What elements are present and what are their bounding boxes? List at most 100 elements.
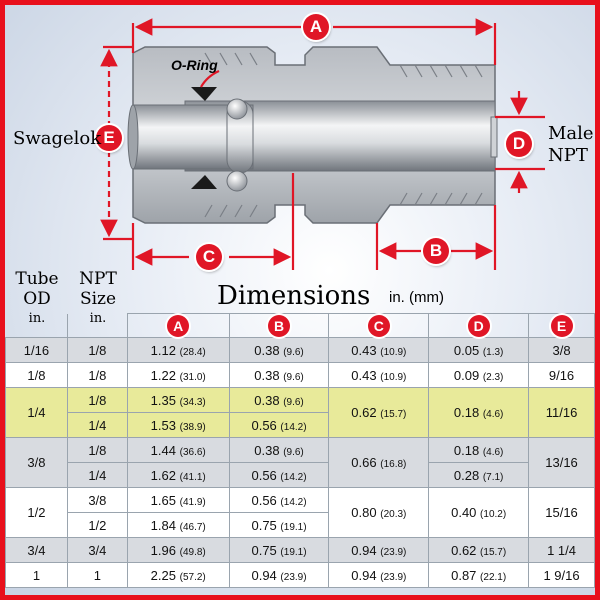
col-b-header: B [228,313,330,338]
header-spacer [66,313,128,338]
dim-b-cell-value: 0.56 [251,467,277,483]
marker-d: D [506,131,532,157]
dim-d-cell-mm: (2.3) [482,371,504,383]
dim-c-cell: 0.43 (10.9) [328,337,430,363]
dim-a-cell: 1.12 (28.4) [126,337,230,363]
dim-a-cell: 1.44 (36.6) [126,437,230,463]
dim-b-cell-mm: (19.1) [280,546,307,558]
npt-size-cell: 1/8 [66,337,128,363]
dim-b-cell-value: 0.56 [251,492,277,508]
dim-d-cell-mm: (1.3) [482,346,504,358]
dim-b-cell-value: 0.56 [251,417,277,433]
dim-c-cell-value: 0.66 [351,455,377,470]
npt-size-cell: 3/4 [66,537,128,563]
dim-a-cell-value: 1.96 [150,542,176,558]
dim-b-cell: 0.56 (14.2) [228,462,330,488]
npt-size-cell: 1/4 [66,462,128,488]
dim-e-cell: 3/8 [528,337,595,363]
dim-a-cell-mm: (38.9) [179,421,206,433]
dim-a-cell-value: 1.62 [150,467,176,483]
npt-size-cell-value: 1 [93,567,101,583]
dim-a-cell-value: 1.65 [150,492,176,508]
dim-a-cell-value: 1.35 [150,392,176,408]
dim-b-cell-value: 0.38 [254,392,280,408]
tube-od-cell: 1/2 [5,487,68,538]
npt-header-line2: Size [79,289,117,309]
dim-b-cell-mm: (14.2) [280,421,307,433]
dim-d-cell: 0.40 (10.2) [428,487,530,538]
dim-b-cell-value: 0.38 [254,367,280,383]
dim-d-cell: 0.62 (15.7) [428,537,530,563]
dim-d-cell: 0.28 (7.1) [428,462,530,488]
npt-header-line1: NPT [79,269,117,289]
npt-size-cell-value: 1/8 [88,392,107,408]
table-row: 1/4 1.62 (41.1) 0.56 (14.2) 0.28 (7.1) [6,462,595,488]
dim-b-cell: 0.38 (9.6) [228,362,330,388]
dim-e-cell: 13/16 [528,437,595,488]
dim-b-cell-value: 0.75 [251,542,277,558]
dim-d-cell: 0.18 (4.6) [428,387,530,438]
tube-od-cell: 1/8 [5,362,68,388]
dim-c-cell: 0.43 (10.9) [328,362,430,388]
dim-d-cell-value: 0.40 [451,505,477,520]
dim-c-cell-value: 0.62 [351,405,377,420]
dim-a-cell-value: 1.84 [150,517,176,533]
dim-c-cell: 0.94 (23.9) [328,537,430,563]
dim-a-cell-mm: (28.4) [179,346,206,358]
male-label: Male [548,123,594,144]
dim-a-cell-mm: (41.1) [179,471,206,483]
dim-c-cell-value: 0.43 [351,367,377,383]
tube-od-cell-value: 1/8 [27,367,46,383]
tube-od-cell-value: 1 [32,567,41,583]
dim-a-cell-value: 1.22 [150,367,176,383]
dim-d-cell: 0.18 (4.6) [428,437,530,463]
tube-header-line1: Tube [15,269,59,289]
dim-c-cell-value: 0.80 [351,505,377,520]
dim-b-cell: 0.94 (23.9) [228,562,330,588]
dim-e-cell-value: 9/16 [548,367,575,383]
npt-size-cell: 1 [66,562,128,588]
npt-size-cell-value: 1/8 [88,367,107,383]
col-c-header: C [328,313,430,338]
dim-a-cell-mm: (57.2) [179,571,206,583]
dim-e-cell-value: 13/16 [545,455,578,470]
dim-b-cell: 0.56 (14.2) [228,487,330,513]
dim-b-cell: 0.38 (9.6) [228,337,330,363]
dim-e-cell-value: 1 9/16 [543,567,580,583]
dim-c-cell-value: 0.94 [351,567,377,583]
dim-d-cell: 0.05 (1.3) [428,337,530,363]
dim-b-cell-mm: (9.6) [283,346,304,358]
dim-d-cell-value: 0.62 [451,542,477,558]
dims-header-row: A B C D E [5,313,595,338]
npt-size-cell-value: 1/2 [88,517,107,533]
dim-c-cell: 0.80 (20.3) [328,487,430,538]
dim-d-cell-value: 0.09 [453,367,480,383]
fitting-body [127,46,498,224]
dim-a-cell: 1.84 (46.7) [126,512,230,538]
dim-a-cell-mm: (46.7) [179,521,206,533]
dim-b-cell-mm: (19.1) [280,521,307,533]
dim-a-cell-mm: (49.8) [179,546,206,558]
dim-a-cell-value: 1.12 [150,342,176,358]
dim-d-cell-mm: (22.1) [480,571,507,583]
dim-e-cell: 1 9/16 [528,562,595,588]
col-b-marker: B [268,314,291,337]
npt-size-cell: 1/2 [66,512,128,538]
swagelok-label: Swagelok [13,128,102,149]
dim-c-cell-mm: (10.9) [380,346,407,358]
dim-c-cell: 0.62 (15.7) [328,387,430,438]
dim-e-cell: 15/16 [528,487,595,538]
dim-d-cell-value: 0.18 [453,405,480,420]
dim-b-cell: 0.56 (14.2) [228,412,330,438]
dim-a-cell-mm: (36.6) [179,446,206,458]
tube-od-cell-value: 1/16 [23,342,50,358]
dimensions-title: Dimensions [217,281,371,311]
dim-a-cell-mm: (31.0) [179,371,206,383]
col-a-marker: A [167,314,190,337]
dim-b-cell: 0.75 (19.1) [228,512,330,538]
